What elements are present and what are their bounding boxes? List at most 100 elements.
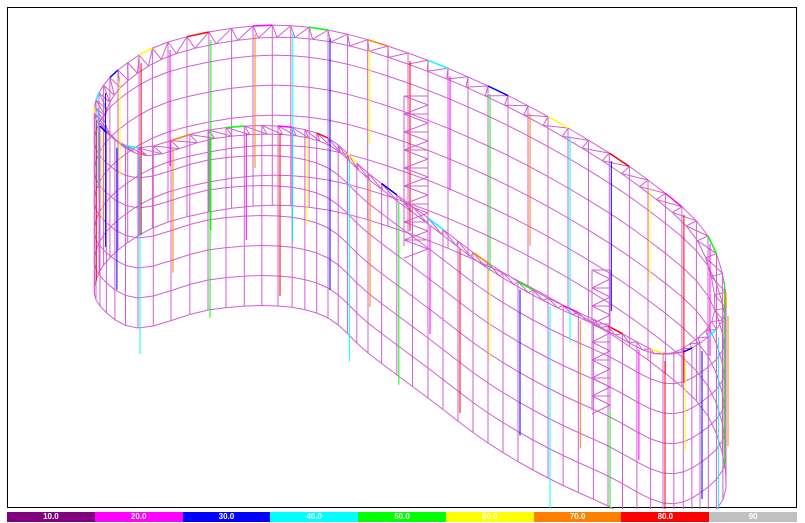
frame-member-67 — [446, 68, 449, 79]
frame-member-253 — [137, 147, 148, 157]
frame-member-251 — [137, 147, 163, 155]
frame-member-384 — [591, 269, 611, 280]
frame-member-223 — [304, 129, 309, 139]
legend-label-1: 10.0 — [43, 512, 59, 521]
frame-member-86 — [562, 135, 589, 141]
frame-member-355 — [403, 95, 429, 106]
frame-member-13 — [117, 69, 129, 81]
frame-member-272 — [93, 106, 106, 123]
legend-label-9: 90 — [748, 512, 758, 521]
frame-member-28 — [186, 36, 196, 49]
frame-member-64 — [426, 60, 429, 72]
frame-member-396 — [591, 341, 611, 352]
frame-member-361 — [403, 131, 429, 142]
frame-member-269 — [93, 113, 108, 129]
frame-member-340 — [562, 304, 579, 314]
legend-label-3: 30.0 — [218, 512, 235, 521]
frame-member-52 — [347, 34, 351, 46]
frame-member-55 — [367, 39, 370, 52]
frame-member-82 — [542, 116, 549, 126]
frame-member-53 — [349, 39, 368, 47]
frame-member-230 — [261, 125, 283, 135]
frame-member-235 — [243, 125, 251, 135]
frame-member-348 — [225, 125, 245, 129]
frame-member-50 — [330, 33, 348, 43]
frame-member-152 — [622, 333, 630, 344]
frame-member-113 — [705, 257, 723, 274]
frame-member-379 — [403, 239, 429, 250]
frame-member-158 — [593, 318, 602, 328]
frame-member-97 — [639, 179, 649, 187]
frame-member-19 — [138, 54, 149, 67]
legend-segment-5: 50.0 — [358, 512, 446, 522]
frame-member-356 — [403, 104, 429, 115]
structural-model-wireframe — [93, 24, 729, 509]
frame-member-125 — [711, 321, 717, 330]
frame-member-112 — [705, 253, 717, 259]
legend-segment-4: 40.0 — [270, 512, 359, 522]
frame-member-336 — [707, 328, 717, 338]
legend-segment-6: 60.0 — [445, 512, 534, 522]
frame-member-5 — [103, 84, 111, 103]
frame-member-365 — [403, 158, 429, 169]
frame-member-364 — [403, 149, 429, 160]
frame-member-325 — [186, 31, 210, 38]
frame-member-155 — [607, 325, 616, 336]
frame-member-23 — [160, 41, 169, 60]
frame-member-377 — [403, 230, 429, 241]
frame-member-76 — [504, 95, 509, 106]
frame-member-56 — [368, 45, 389, 52]
frame-member-244 — [189, 134, 198, 144]
frame-member-103 — [672, 206, 683, 213]
frame-member-44 — [294, 26, 310, 39]
frame-member-85 — [561, 127, 569, 137]
model-viewport[interactable] — [7, 7, 797, 509]
frame-member-7 — [103, 84, 115, 96]
legend-segment-9: 90 — [709, 512, 798, 522]
frame-member-275 — [95, 99, 106, 117]
frame-member-250 — [152, 145, 163, 155]
frame-member-402 — [591, 377, 611, 388]
frame-member-73 — [484, 85, 489, 97]
legend-label-7: 70.0 — [569, 512, 586, 521]
frame-member-70 — [465, 76, 469, 88]
frame-member-88 — [581, 139, 589, 149]
frame-member-181 — [484, 262, 489, 268]
frame-member-83 — [543, 124, 569, 129]
frame-member-345 — [346, 152, 358, 164]
frame-member-161 — [577, 312, 588, 322]
frame-member-245 — [170, 140, 198, 144]
legend-label-8: 80.0 — [657, 512, 674, 521]
frame-member-332 — [608, 152, 630, 168]
frame-member-329 — [427, 59, 449, 69]
frame-member-406 — [591, 404, 611, 415]
frame-member-101 — [656, 199, 683, 208]
frame-member-239 — [207, 129, 233, 137]
frame-member-214 — [337, 144, 342, 153]
frame-member-397 — [591, 350, 611, 361]
frame-member-65 — [427, 67, 449, 72]
frame-member-32 — [215, 27, 232, 45]
frame-member-110 — [697, 240, 717, 255]
frame-member-118 — [714, 291, 726, 296]
frame-member-399 — [591, 359, 611, 370]
frame-member-371 — [403, 194, 429, 205]
frame-member-115 — [711, 272, 723, 278]
frame-member-358 — [403, 113, 429, 124]
frame-member-322 — [95, 92, 100, 101]
frame-member-254 — [125, 144, 148, 157]
frame-member-388 — [591, 296, 611, 307]
legend-segment-2: 20.0 — [94, 512, 183, 522]
frame-member-391 — [591, 314, 611, 325]
frame-member-341 — [517, 280, 534, 291]
frame-member-333 — [664, 192, 683, 208]
frame-member-221 — [304, 129, 321, 142]
frame-member-324 — [138, 47, 153, 56]
frame-member-41 — [276, 25, 292, 38]
frame-member-248 — [153, 145, 180, 150]
frame-member-205 — [367, 172, 370, 180]
frame-member-194 — [412, 206, 428, 224]
frame-member-170 — [532, 289, 544, 301]
frame-member-91 — [601, 152, 610, 162]
frame-member-109 — [697, 235, 709, 242]
